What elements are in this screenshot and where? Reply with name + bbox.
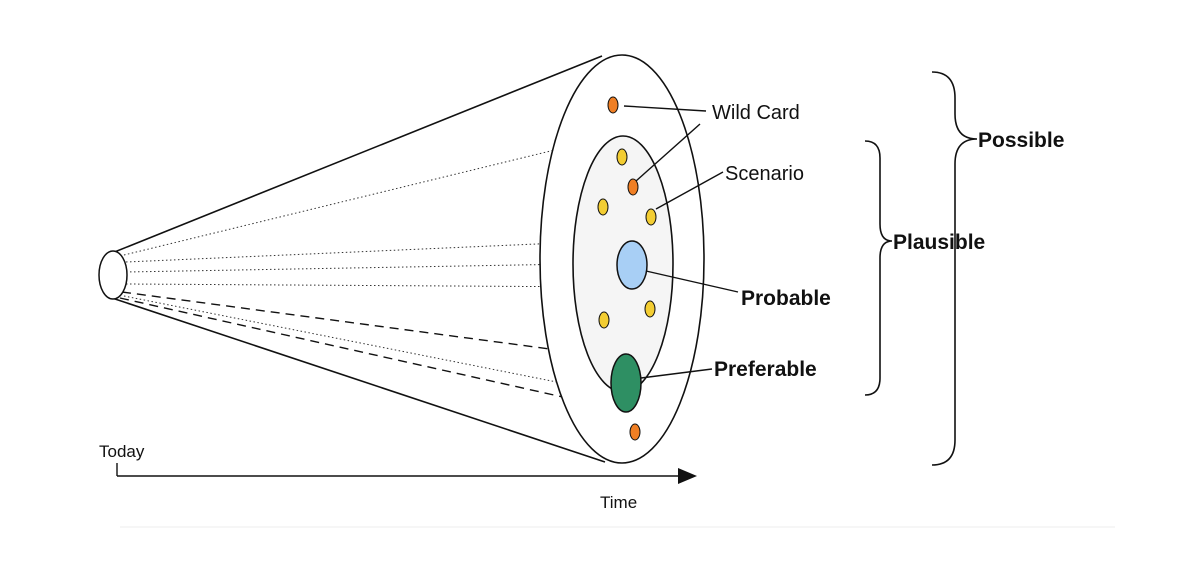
probable-leader	[645, 270, 739, 293]
time-label: Time	[600, 493, 637, 512]
scenario-dot	[644, 300, 656, 318]
probable-label: Probable	[741, 287, 831, 310]
preferable-projection-lines	[119, 291, 613, 409]
today-label: Today	[99, 442, 145, 461]
scenario-dot	[598, 311, 610, 329]
wild-card-label: Wild Card	[712, 102, 800, 124]
wild-card-leader-top	[623, 105, 707, 112]
scenario-dot	[616, 148, 628, 166]
wild-card-dot	[629, 423, 641, 441]
wild-card-leader-inner	[635, 123, 701, 182]
probable-future-disc	[616, 240, 648, 290]
scenario-dot	[597, 198, 609, 216]
scenario-leader	[655, 171, 724, 210]
preferable-label: Preferable	[714, 358, 817, 381]
scenario-dot	[645, 208, 657, 226]
preferable-leader	[640, 368, 713, 379]
today-ellipse	[98, 250, 128, 300]
time-arrowhead	[678, 468, 697, 484]
scenario-label: Scenario	[725, 163, 804, 185]
cone-upper-edge	[111, 55, 603, 254]
plausible-brace	[864, 140, 893, 396]
possible-label: Possible	[978, 129, 1064, 152]
cone-lower-edge	[111, 297, 606, 463]
plausible-label: Plausible	[893, 231, 985, 254]
preferable-future-disc	[610, 353, 642, 413]
wild-card-dot	[627, 178, 639, 196]
possible-brace	[931, 71, 978, 466]
wild-card-dot	[607, 96, 619, 114]
